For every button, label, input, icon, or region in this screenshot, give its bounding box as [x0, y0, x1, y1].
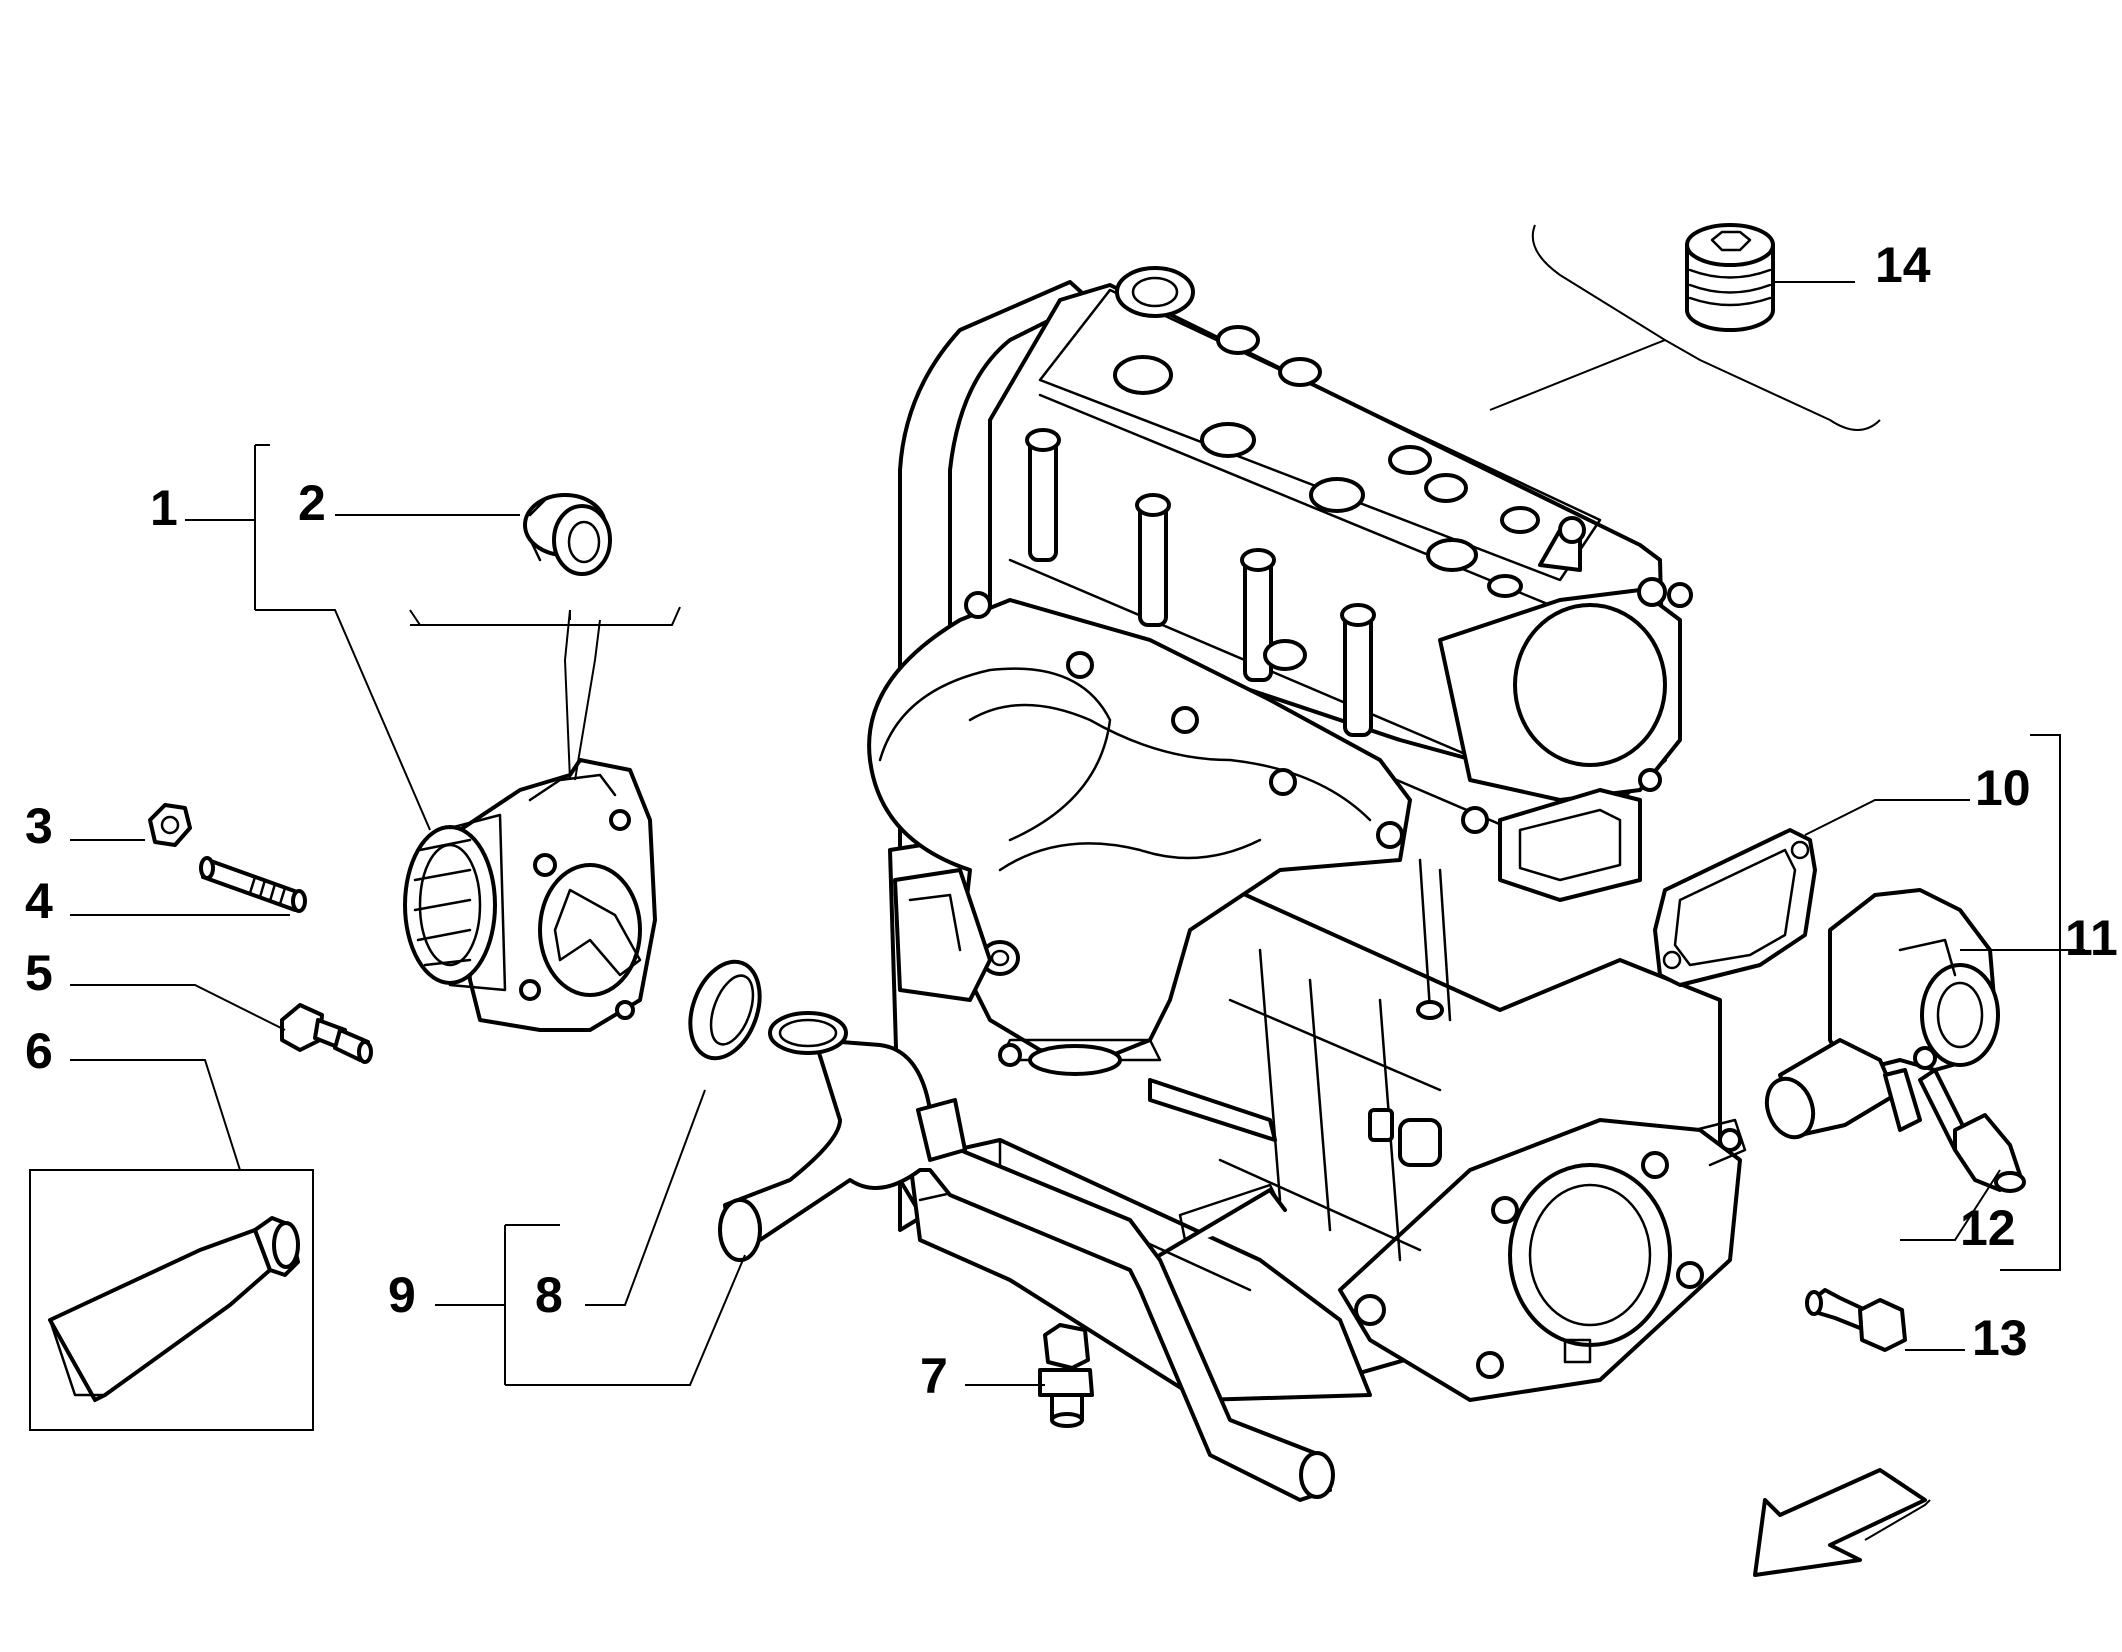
callout-14: 14	[1875, 237, 1931, 293]
temperature-sensor	[1918, 1068, 2026, 1193]
crank-seal-housing	[1338, 1118, 1747, 1402]
callout-7: 7	[920, 1348, 948, 1404]
inset-14-bracket	[1489, 224, 1881, 431]
direction-arrow	[1753, 1468, 1931, 1577]
nut	[148, 803, 192, 847]
head-end-cover	[1438, 516, 1693, 834]
callout-11: 11	[2065, 910, 2118, 966]
callout-3: 3	[25, 798, 53, 854]
callout-1: 1	[150, 480, 178, 536]
callout-9: 9	[388, 1267, 416, 1323]
leader-lines	[70, 281, 2085, 1386]
exhaust-manifold	[867, 598, 1412, 1076]
callout-labels: 1 2 3 4 5 6 7 8 9 10 11 12 13 14	[25, 237, 2118, 1404]
thermostat-gasket	[1653, 828, 1817, 987]
drain-plug	[1038, 1323, 1094, 1428]
coolant-pipe-9	[718, 1011, 1335, 1502]
callout-8: 8	[535, 1267, 563, 1323]
water-pump	[403, 758, 657, 1032]
callout-5: 5	[25, 945, 53, 1001]
head-bolt-holes	[1113, 266, 1540, 598]
block-side-flange	[1498, 788, 1642, 902]
callout-10: 10	[1975, 760, 2031, 816]
engine-block	[867, 266, 1747, 1402]
bolt	[280, 1003, 373, 1064]
cam-towers	[1025, 428, 1376, 737]
callout-2: 2	[298, 475, 326, 531]
sealant-tube-box	[29, 1169, 314, 1431]
callout-6: 6	[25, 1023, 53, 1079]
callout-12: 12	[1960, 1200, 2016, 1256]
pump-seal-ring	[523, 493, 612, 576]
o-ring	[688, 959, 762, 1061]
callout-4: 4	[25, 873, 53, 929]
threaded-plug	[1685, 223, 1775, 332]
thermostat-housing	[1764, 888, 2000, 1140]
manifold-studs	[964, 591, 1404, 849]
stud	[199, 856, 307, 913]
callout-13: 13	[1972, 1310, 2028, 1366]
housing-bolt	[1805, 1288, 1907, 1352]
